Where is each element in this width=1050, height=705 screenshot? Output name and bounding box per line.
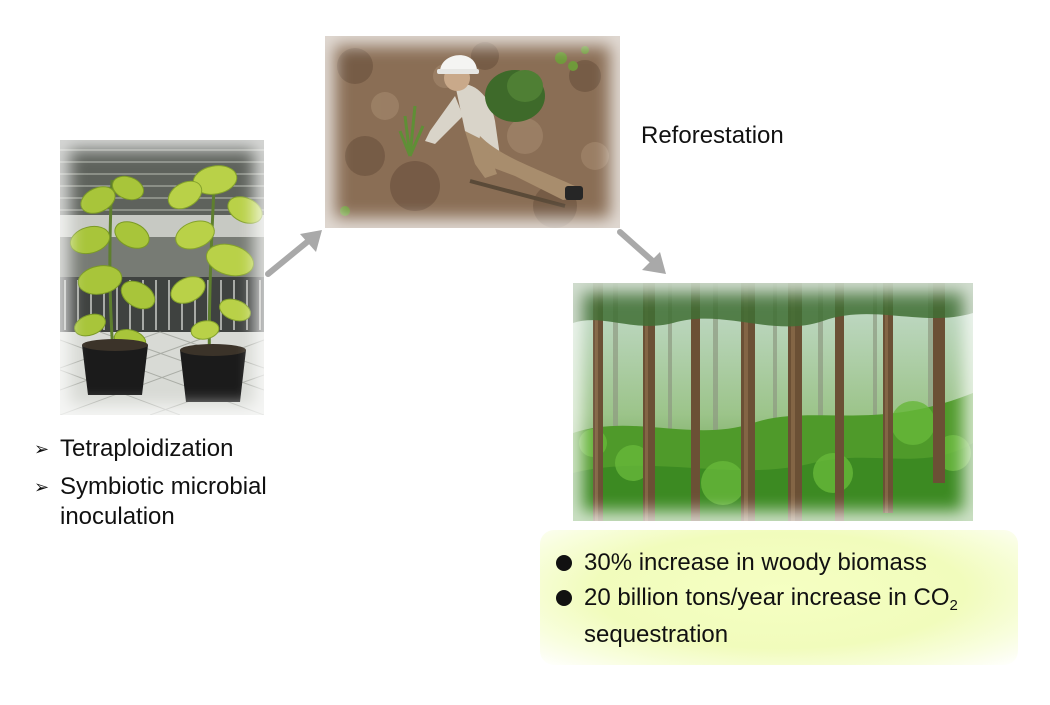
co2-subscript: 2: [949, 597, 958, 614]
reforestation-photo: [325, 36, 620, 228]
reforestation-label: Reforestation: [641, 122, 784, 149]
arrowhead-bullet-icon: ➢: [34, 477, 50, 497]
list-item-text: Tetraploidization: [60, 435, 234, 462]
arrow-to-reforestation-icon: [265, 230, 322, 277]
arrow-to-forest-icon: [617, 229, 666, 274]
list-item: 20 billion tons/year increase in CO2 sequ…: [556, 583, 1006, 649]
list-item-text: 30% increase in woody biomass: [584, 549, 927, 576]
method-list: ➢ Tetraploidization ➢ Symbiotic microbia…: [34, 434, 324, 540]
co2-text: 20 billion tons/year increase in CO: [584, 584, 950, 611]
filled-circle-bullet-icon: [556, 555, 572, 571]
results-highlight-box: [540, 530, 1018, 665]
list-item-text: 20 billion tons/year increase in CO2 sequ…: [584, 583, 958, 649]
results-list: 30% increase in woody biomass 20 billion…: [556, 548, 1006, 655]
list-item: 30% increase in woody biomass: [556, 548, 1006, 577]
seedlings-photo: [60, 140, 264, 415]
list-item: ➢ Symbiotic microbial inoculation: [34, 472, 324, 532]
arrowhead-bullet-icon: ➢: [34, 439, 50, 459]
list-item-text: Symbiotic microbial inoculation: [60, 473, 267, 530]
sequestration-text: sequestration: [584, 621, 729, 648]
filled-circle-bullet-icon: [556, 590, 572, 606]
forest-photo: [573, 283, 973, 521]
list-item: ➢ Tetraploidization: [34, 434, 324, 464]
